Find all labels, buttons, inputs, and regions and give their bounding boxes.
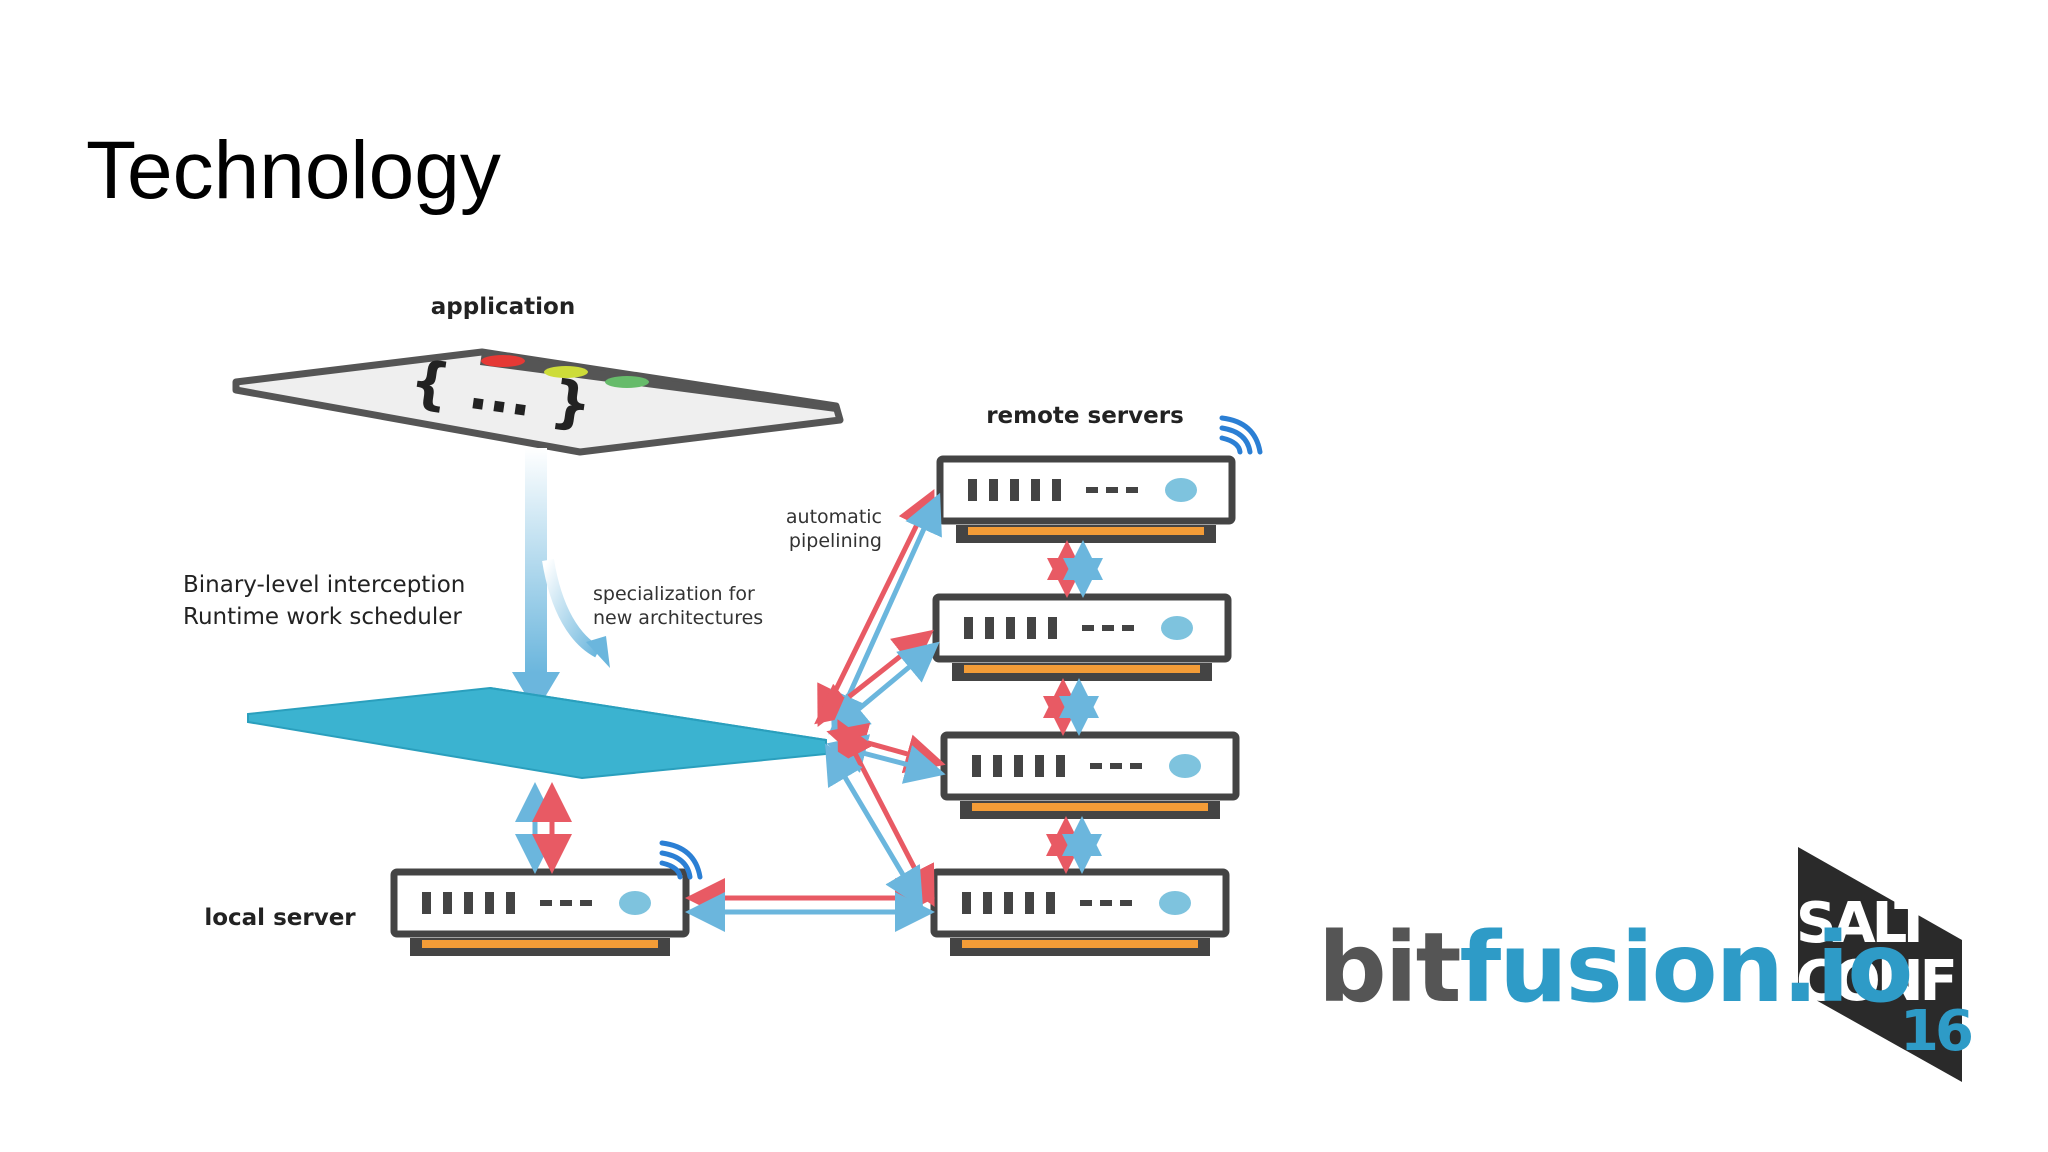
local-server (394, 872, 686, 956)
application-window-icon: { ... } (232, 348, 844, 456)
specialization-label-1: specialization for (593, 583, 755, 605)
scheduler-label: Runtime work scheduler (183, 604, 462, 630)
local-remote-arrows (685, 878, 935, 932)
runtime-platform (247, 686, 827, 780)
interception-label: Binary-level interception (183, 572, 465, 598)
specialization-label-2: new architectures (593, 607, 763, 629)
saltconf-line-year: 16 (1900, 999, 1971, 1064)
remote-servers-label: remote servers (986, 403, 1184, 429)
saltconf-line-salt: SALT (1796, 891, 1932, 956)
pipelining-label-2: pipelining (789, 530, 882, 552)
application-label: application (431, 294, 575, 320)
logo-part-bit: bit (1318, 912, 1462, 1024)
wifi-icon-remote (1219, 415, 1263, 455)
remote-server-4 (934, 872, 1226, 956)
window-dot-yellow (544, 366, 588, 378)
remote-server-1 (940, 459, 1232, 543)
specialization-arrow (542, 559, 610, 668)
inter-server-arrows (1043, 540, 1103, 874)
window-dot-green (605, 376, 649, 388)
bitfusion-logo: bitfusion.io (1318, 920, 1913, 1016)
saltconf-line-conf: CONF (1796, 949, 1954, 1014)
saltconf-logo: SALT CONF 16 (1796, 847, 1975, 1082)
remote-server-3 (944, 735, 1236, 819)
pipelining-label-1: automatic (786, 506, 882, 528)
wifi-icon-local (659, 840, 703, 880)
window-dot-red (481, 355, 525, 367)
down-arrow (512, 448, 560, 712)
platform-local-arrows (515, 782, 572, 874)
remote-server-2 (936, 597, 1228, 681)
pipelining-arrows (814, 489, 946, 909)
slide-title: Technology (86, 125, 501, 216)
logo-part-fusion: fusion.io (1459, 912, 1914, 1024)
local-server-label: local server (204, 905, 356, 931)
